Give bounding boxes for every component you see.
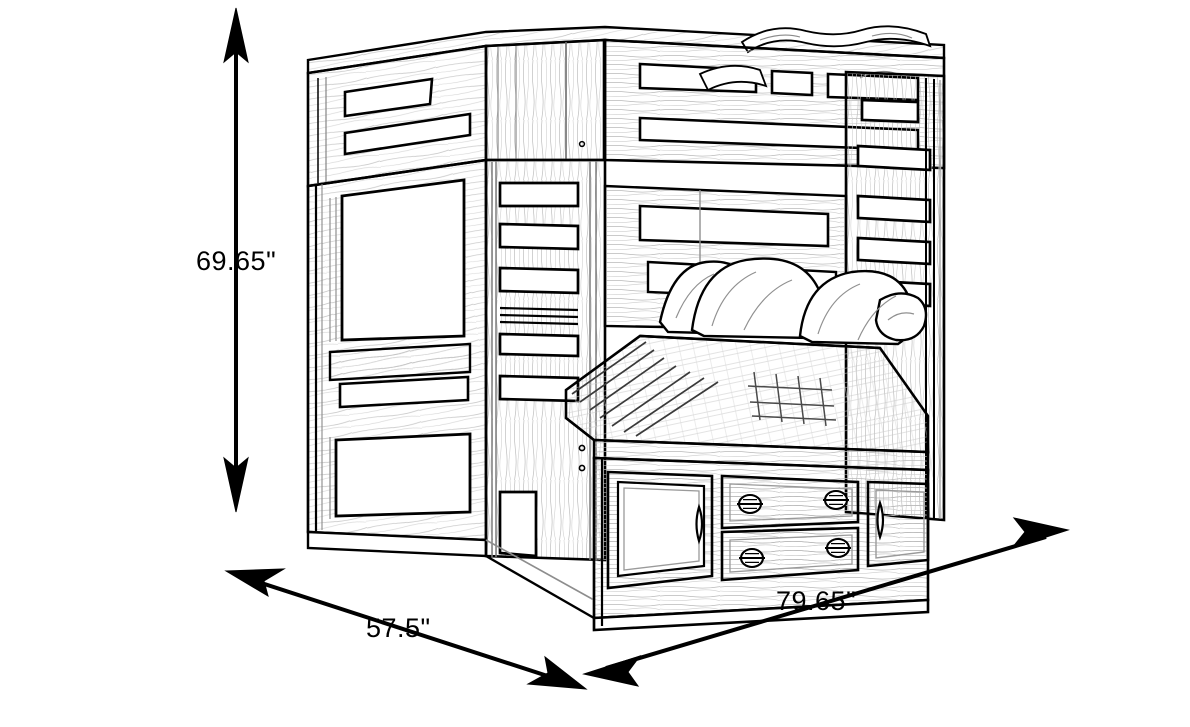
height-dimension-label: 69.65" bbox=[196, 246, 277, 276]
width-dimension-arrow bbox=[582, 517, 1070, 687]
height-dimension-arrow bbox=[223, 7, 249, 513]
width-dimension-label: 79.65" bbox=[776, 586, 857, 616]
depth-dimension-arrow bbox=[224, 568, 588, 690]
depth-dimension-label: 57.5" bbox=[366, 613, 431, 643]
